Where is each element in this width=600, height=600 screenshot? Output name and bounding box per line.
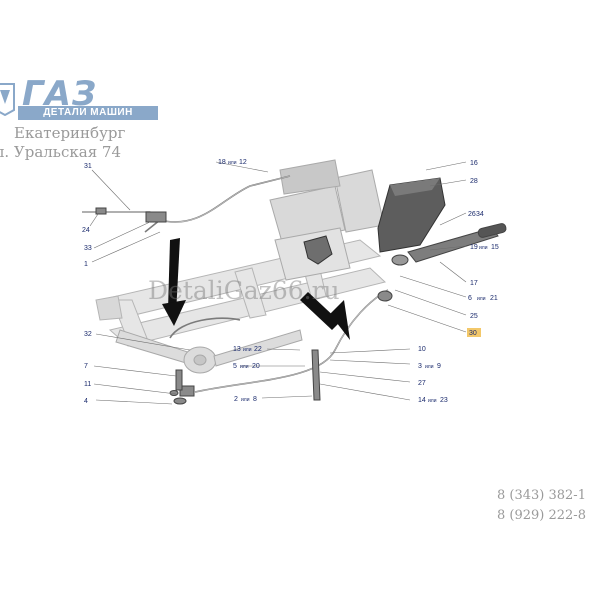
address-city: Екатеринбург: [14, 124, 126, 142]
site-watermark: DetaliGaz66.ru: [148, 276, 340, 305]
callout-4: 4: [84, 398, 88, 405]
deer-emblem-icon: [0, 83, 15, 116]
axle-assembly: [115, 329, 303, 374]
callout-3-or: или: [425, 364, 434, 370]
callout-33: 33: [84, 245, 92, 252]
leader-lines: [89, 161, 467, 405]
address-street: ул. Уральская 74: [0, 143, 122, 161]
callout-30-highlight: [467, 328, 481, 337]
callout-19-or: или: [479, 245, 488, 251]
callout-2-or: или: [241, 397, 250, 403]
cable-mounting-bracket: [303, 235, 333, 265]
callout-23: 23: [440, 397, 448, 404]
cable-end-fittings: [95, 207, 393, 405]
callout-13: 13: [233, 346, 241, 353]
callout-20: 20: [252, 363, 260, 370]
callout-9: 9: [437, 363, 441, 370]
callout-27: 27: [418, 380, 426, 387]
callout-12: 12: [239, 159, 247, 166]
logo-subtitle: ДЕТАЛИ МАШИН: [18, 106, 158, 120]
callout-13-or: или: [243, 347, 252, 353]
phone-number-1[interactable]: 8 (343) 382-1: [497, 488, 586, 503]
callout-22: 22: [254, 346, 262, 353]
callout-6: 6: [468, 295, 472, 302]
callout-10: 10: [418, 346, 426, 353]
callout-24: 24: [82, 227, 90, 234]
callout-21: 21: [490, 295, 498, 302]
callout-32: 32: [84, 331, 92, 338]
callout-5: 5: [233, 363, 237, 370]
callout-34: 34: [476, 211, 484, 218]
callout-17: 17: [470, 280, 478, 287]
callout-26: 26: [468, 211, 476, 218]
callout-19: 19: [470, 244, 478, 251]
callout-7: 7: [84, 363, 88, 370]
callout-15: 15: [491, 244, 499, 251]
brand-logo[interactable]: ГАЗ ДЕТАЛИ МАШИН: [0, 74, 160, 124]
phone-number-2[interactable]: 8 (929) 222-8: [497, 508, 586, 523]
callout-25: 25: [470, 313, 478, 320]
callout-14: 14: [418, 397, 426, 404]
callout-30: 30: [469, 330, 477, 337]
callout-31: 31: [84, 163, 92, 170]
callout-2: 2: [234, 396, 238, 403]
pointer-arrows: [162, 238, 350, 340]
callout-6-or: или: [477, 296, 486, 302]
console-cover: [377, 177, 446, 253]
callout-18-or: или: [228, 160, 237, 166]
callout-3: 3: [418, 363, 422, 370]
seat-assembly: [269, 159, 385, 281]
callout-1: 1: [84, 261, 88, 268]
callout-labels: 31 18 или 12 24 33 1 16 28 26 34 19 или …: [82, 159, 499, 405]
callout-18: 18: [218, 159, 226, 166]
callout-11: 11: [84, 381, 91, 388]
callout-16: 16: [470, 160, 478, 167]
callout-5-or: или: [240, 364, 249, 370]
callout-28: 28: [470, 178, 478, 185]
handbrake-lever: [391, 223, 507, 266]
callout-14-or: или: [428, 398, 437, 404]
callout-8: 8: [253, 396, 257, 403]
